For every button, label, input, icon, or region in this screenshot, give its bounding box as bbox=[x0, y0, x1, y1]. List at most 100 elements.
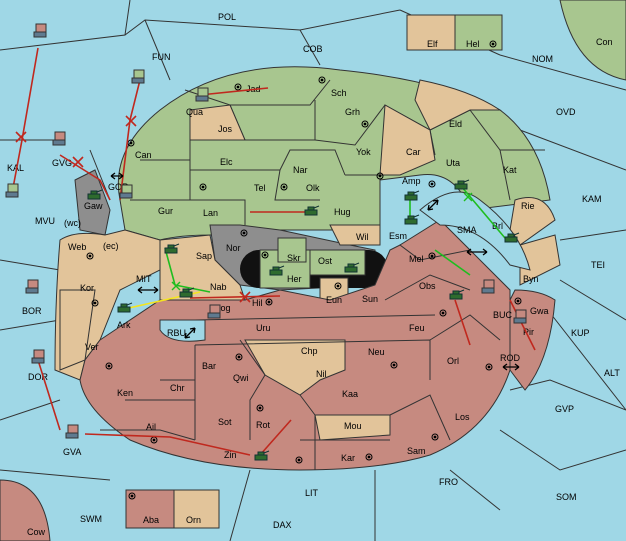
region-label: Ail bbox=[146, 422, 156, 432]
region-label: Elc bbox=[220, 157, 233, 167]
region-gaw[interactable] bbox=[74, 169, 111, 236]
region-label: Her bbox=[287, 274, 302, 284]
ship-icon bbox=[33, 23, 47, 38]
region-label: Amp bbox=[402, 176, 421, 186]
region-label: Ark bbox=[117, 320, 131, 330]
region-label: Pir bbox=[523, 327, 534, 337]
region-sma[interactable] bbox=[419, 191, 531, 271]
region-nab-green[interactable] bbox=[159, 234, 246, 301]
region-jos[interactable] bbox=[189, 104, 246, 141]
region-aba[interactable] bbox=[125, 489, 175, 529]
region-label: GVG bbox=[52, 158, 72, 168]
region-label: Skr bbox=[287, 253, 301, 263]
region-skr[interactable] bbox=[277, 237, 307, 263]
region-label: Sam bbox=[407, 446, 426, 456]
region-label: DAX bbox=[273, 520, 292, 530]
region-label: Rot bbox=[256, 420, 271, 430]
region-label: DOR bbox=[28, 372, 49, 382]
support-marks bbox=[171, 192, 473, 291]
region-label: GVP bbox=[555, 404, 574, 414]
region-label: Ken bbox=[117, 388, 133, 398]
region-orn[interactable] bbox=[173, 489, 220, 529]
region-car[interactable] bbox=[379, 104, 436, 176]
region-wil[interactable] bbox=[329, 224, 381, 246]
region-label: KAM bbox=[582, 194, 602, 204]
region-label: Nil bbox=[316, 369, 327, 379]
region-label: Nor bbox=[226, 243, 241, 253]
region-label: Ver bbox=[85, 342, 99, 352]
region-elf[interactable] bbox=[406, 14, 456, 51]
region-label: Hil bbox=[252, 298, 263, 308]
region-label: GOR bbox=[108, 182, 129, 192]
region-rbu[interactable] bbox=[159, 319, 206, 342]
region-label: Eun bbox=[326, 295, 342, 305]
region-label: Gur bbox=[158, 206, 173, 216]
region-label: SMA bbox=[457, 225, 477, 235]
ship-icon bbox=[5, 183, 19, 198]
region-label: Gwa bbox=[530, 306, 549, 316]
region-label: COB bbox=[303, 44, 323, 54]
region-label: Elf bbox=[427, 39, 438, 49]
region-label: (wc) bbox=[64, 218, 81, 228]
ship-icon bbox=[119, 184, 133, 199]
tank-icon bbox=[454, 179, 470, 190]
tank-icon bbox=[304, 205, 320, 216]
tank-icon bbox=[117, 302, 133, 313]
region-eld-border[interactable] bbox=[414, 79, 502, 131]
region-label: Hel bbox=[466, 39, 480, 49]
region-label: RBU bbox=[167, 328, 186, 338]
tank-icon bbox=[254, 450, 270, 461]
region-label: BUC bbox=[493, 310, 513, 320]
region-label: SOM bbox=[556, 492, 577, 502]
region-ver[interactable] bbox=[59, 289, 96, 371]
ship-icon bbox=[31, 349, 45, 364]
region-label: Con bbox=[596, 37, 613, 47]
tank-icon bbox=[269, 265, 285, 276]
ship-icon bbox=[52, 131, 66, 146]
region-label: BOR bbox=[22, 306, 42, 316]
region-label: Web bbox=[68, 242, 86, 252]
region-label: Qwi bbox=[233, 373, 249, 383]
region-label: Zin bbox=[224, 450, 237, 460]
region-label: Nar bbox=[293, 165, 308, 175]
region-rie-tan[interactable] bbox=[509, 197, 556, 246]
region-label: KUP bbox=[571, 328, 590, 338]
region-label: Mel bbox=[409, 254, 424, 264]
region-label: Mou bbox=[344, 421, 362, 431]
region-byn[interactable] bbox=[519, 234, 561, 286]
region-mou[interactable] bbox=[314, 414, 391, 441]
region-label: POL bbox=[218, 12, 236, 22]
region-label: Yok bbox=[356, 147, 371, 157]
region-label: Gaw bbox=[84, 201, 103, 211]
region-label: KAL bbox=[7, 163, 24, 173]
tank-icon bbox=[504, 232, 520, 243]
region-label: GVA bbox=[63, 447, 81, 457]
region-label: Grh bbox=[345, 107, 360, 117]
region-label: Lan bbox=[203, 208, 218, 218]
region-label: Eld bbox=[449, 119, 462, 129]
region-label: NOM bbox=[532, 54, 553, 64]
tank-icon bbox=[404, 190, 420, 201]
region-label: Sun bbox=[362, 294, 378, 304]
ship-icon bbox=[481, 279, 495, 294]
region-label: Los bbox=[455, 412, 470, 422]
tank-icon bbox=[404, 214, 420, 225]
region-label: Orl bbox=[447, 356, 459, 366]
tank-icon bbox=[344, 262, 360, 273]
failed-order-marks bbox=[15, 115, 251, 303]
region-label: Kor bbox=[80, 283, 94, 293]
region-label: (ec) bbox=[103, 241, 119, 251]
ship-icon bbox=[25, 279, 39, 294]
region-label: Uta bbox=[446, 158, 460, 168]
supply-centers bbox=[86, 40, 522, 500]
region-label: Uru bbox=[256, 323, 271, 333]
region-label: MIT bbox=[136, 274, 152, 284]
move-orders bbox=[12, 47, 536, 456]
ship-icon bbox=[131, 69, 145, 84]
region-label: Kat bbox=[503, 165, 517, 175]
region-label: LIT bbox=[305, 488, 319, 498]
region-label: ROD bbox=[500, 353, 521, 363]
